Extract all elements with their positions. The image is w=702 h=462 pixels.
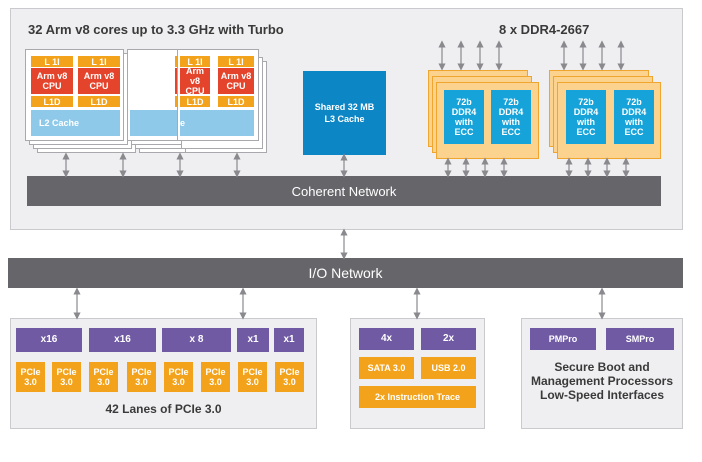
pcie-slot-version: 3.0 bbox=[60, 377, 73, 387]
l3-cache: Shared 32 MB L3 Cache bbox=[303, 71, 386, 155]
coherent-network-bar: Coherent Network bbox=[27, 176, 661, 206]
pcie-width-x1: x1 bbox=[274, 328, 304, 352]
pcie-slot-label: PCIe bbox=[242, 367, 263, 377]
cpu-label-line1: Arm v8 bbox=[220, 71, 252, 81]
ddr-label: DDR4 bbox=[451, 107, 477, 117]
ddr-label: 72b bbox=[456, 97, 472, 107]
ddr-label: 72b bbox=[578, 97, 594, 107]
pcie-width-x1: x1 bbox=[237, 328, 269, 352]
l1d-cache: L1D bbox=[218, 96, 254, 107]
pcie-slot-label: PCIe bbox=[279, 367, 300, 377]
sata-interface: SATA 3.0 bbox=[359, 357, 414, 379]
l1d-cache: L1D bbox=[78, 96, 120, 107]
l1i-cache: L 1I bbox=[218, 56, 254, 67]
ddr-label: DDR4 bbox=[621, 107, 647, 117]
pcie-width-x16: x16 bbox=[16, 328, 82, 352]
cpu-label-line2: CPU bbox=[226, 81, 246, 91]
sata-count: 4x bbox=[359, 328, 414, 350]
pcie-slot-label: PCIe bbox=[20, 367, 41, 377]
l2-cache: L2 Cache bbox=[31, 110, 120, 136]
pcie-slot-label: PCIe bbox=[168, 367, 189, 377]
pcie-slot-version: 3.0 bbox=[24, 377, 37, 387]
l3-label-line2: L3 Cache bbox=[324, 114, 365, 124]
pcie-slot-version: 3.0 bbox=[209, 377, 222, 387]
usb-interface: USB 2.0 bbox=[421, 357, 476, 379]
ddr-label: 72b bbox=[626, 97, 642, 107]
ddr-label: with bbox=[502, 117, 520, 127]
l2-cache: e bbox=[180, 110, 254, 136]
pcie-slot-version: 3.0 bbox=[283, 377, 296, 387]
ddr-label: with bbox=[625, 117, 643, 127]
l1d-cache: L1D bbox=[180, 96, 210, 107]
pcie-slot-version: 3.0 bbox=[135, 377, 148, 387]
cpu-label-line2: CPU bbox=[42, 81, 62, 91]
smpro-processor: SMPro bbox=[606, 328, 674, 350]
cpu-label-line2: CPU bbox=[185, 86, 205, 96]
ddr-label: DDR4 bbox=[498, 107, 524, 117]
l1d-cache: L1D bbox=[31, 96, 73, 107]
cpu-label-line2: CPU bbox=[89, 81, 109, 91]
l1i-cache: L 1I bbox=[31, 56, 73, 67]
io-network-bar: I/O Network bbox=[8, 258, 683, 288]
ddr-label: with bbox=[455, 117, 473, 127]
l1i-cache: L 1I bbox=[180, 56, 210, 67]
cpu-label-line1: Arm v8 bbox=[36, 71, 68, 81]
pcie-slot-label: PCIe bbox=[93, 367, 114, 377]
ddr-label: ECC bbox=[501, 127, 521, 137]
pcie-slot-version: 3.0 bbox=[172, 377, 185, 387]
l2-cache-letter: e bbox=[180, 118, 186, 128]
pcie-slot-label: PCIe bbox=[56, 367, 77, 377]
pmpro-processor: PMPro bbox=[530, 328, 596, 350]
instruction-trace: 2x Instruction Trace bbox=[359, 386, 476, 408]
pcie-width-x16: x16 bbox=[89, 328, 156, 352]
ddr-label: with bbox=[577, 117, 595, 127]
memory-title: 8 x DDR4-2667 bbox=[499, 22, 590, 37]
management-caption-line3: Low-Speed Interfaces bbox=[539, 388, 665, 402]
l1i-cache: L 1I bbox=[78, 56, 120, 67]
pcie-slot-version: 3.0 bbox=[97, 377, 110, 387]
management-caption-line1: Secure Boot and bbox=[554, 360, 650, 374]
ddr-label: DDR4 bbox=[573, 107, 599, 117]
cpu-label-line1: Arm v8 bbox=[185, 66, 204, 86]
ddr-label: ECC bbox=[454, 127, 474, 137]
cpu-label-line1: Arm v8 bbox=[83, 71, 115, 81]
pcie-caption: 42 Lanes of PCIe 3.0 bbox=[105, 402, 222, 416]
pcie-slot-label: PCIe bbox=[205, 367, 226, 377]
pcie-slot-label: PCIe bbox=[131, 367, 152, 377]
l3-label-line1: Shared 32 MB bbox=[314, 102, 375, 112]
management-caption-line2: Management Processors bbox=[530, 374, 674, 388]
pcie-width-x8: x 8 bbox=[162, 328, 231, 352]
ddr-label: 72b bbox=[503, 97, 519, 107]
ddr-label: ECC bbox=[576, 127, 596, 137]
usb-count: 2x bbox=[421, 328, 476, 350]
cores-title: 32 Arm v8 cores up to 3.3 GHz with Turbo bbox=[28, 22, 284, 37]
ddr-label: ECC bbox=[624, 127, 644, 137]
pcie-slot-version: 3.0 bbox=[246, 377, 259, 387]
management-caption: Secure Boot and Management Processors Lo… bbox=[521, 360, 683, 402]
